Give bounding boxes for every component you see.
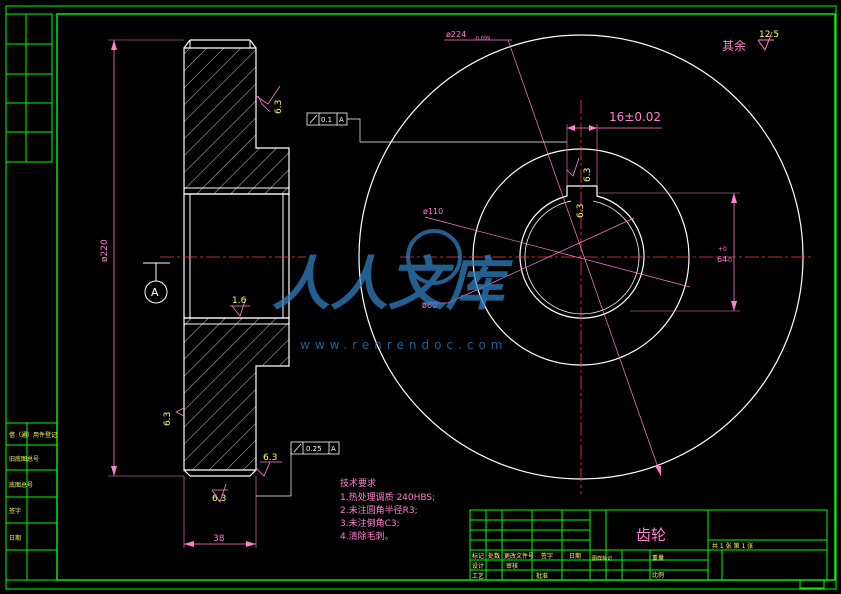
svg-text:1.6: 1.6 [232,296,247,306]
left-cell-3: 底图总号 [9,481,33,489]
svg-text:6.3: 6.3 [263,453,277,463]
svg-text:设计: 设计 [472,562,484,570]
keyway-finish-2: 6.3 [576,204,586,218]
svg-text:审核: 审核 [506,562,518,570]
surface-finish-hub: 6.3 [255,453,282,477]
tech-note-2: 2.未注圆角半径R3; [340,504,418,516]
title-block-text: 齿轮 共 1 张 第 1 张 标记 处数 更改文件号 签字 日期 设计 审核 工… [472,526,753,580]
watermark-url: www.renrendoc.com [300,338,507,352]
width-38-label: 38 [213,534,225,544]
svg-text:6.3: 6.3 [274,100,284,114]
svg-text:+0: +0 [718,246,727,253]
left-cell-2: 旧底图总号 [9,455,39,463]
tech-note-1: 1.热处理调质 240HBS; [340,491,435,503]
bore-with-keyway [519,185,645,319]
dia-224-label: ø224 [446,30,466,39]
side-view: ø220 38 A 6.3 6.3 6.3 6.3 [100,39,567,548]
svg-text:日期: 日期 [569,552,581,560]
surface-finish-bottom: 6.3 [211,483,228,504]
left-margin-strips [5,13,58,581]
part-name: 齿轮 [636,526,666,544]
svg-text:A: A [331,445,336,453]
svg-text:签字: 签字 [541,552,553,560]
rest-surface-finish: 其余 12.5 [722,30,779,53]
watermark-text: 人人文库 [272,250,514,318]
tech-note-3: 3.未注倒角C3; [340,517,400,529]
svg-text:6.3: 6.3 [163,412,173,426]
left-cell-4: 签字 [9,507,21,515]
tech-note-4: 4.清除毛刺。 [340,530,394,542]
svg-text:A: A [339,116,344,124]
dia-60-label: ø60 [422,301,437,310]
svg-text:工艺: 工艺 [472,572,484,580]
upper-section [183,47,290,195]
lower-section [183,317,290,471]
left-margin-labels: 借（通）用件登记 旧底图总号 底图总号 签字 日期 [9,431,57,542]
tolerance-frame-top: 0.1 A [306,112,567,143]
tech-notes: 技术要求 1.热处理调质 240HBS; 2.未注圆角半径R3; 3.未注倒角C… [340,477,435,542]
left-cell-5: 日期 [9,534,21,542]
dia-110-label: ø110 [423,207,443,216]
svg-text:0.1: 0.1 [321,116,332,124]
datum-a-circle [144,280,168,304]
svg-text:-0: -0 [726,257,732,264]
dia-220-label: ø220 [100,239,110,262]
keyway-finish-1: 6.3 [566,157,593,182]
tolerance-frame-bottom: 0.25 A [256,441,340,497]
svg-text:更改文件号: 更改文件号 [504,552,534,560]
title-block [469,509,828,581]
front-view: ø224 -0.099 ø110 ø60 16±0.02 64 +0 -0 6.… [358,30,812,494]
svg-text:重量: 重量 [652,554,664,562]
svg-text:6.3: 6.3 [576,204,586,218]
svg-text:图样标记: 图样标记 [592,555,612,562]
bore-region [183,193,290,319]
key-width-label: 16±0.02 [609,110,661,124]
svg-text:处数: 处数 [488,552,500,560]
svg-text:批准: 批准 [536,572,548,580]
watermark: 人人文库 www.renrendoc.com [272,229,514,352]
svg-text:比例: 比例 [652,571,664,579]
svg-text:0.25: 0.25 [306,445,322,453]
sheet-info: 共 1 张 第 1 张 [712,542,753,550]
svg-text:6.3: 6.3 [212,494,226,504]
left-cell-1: 借（通）用件登记 [9,431,57,439]
surface-finish-top: 6.3 [255,85,284,114]
surface-finish-left: 6.3 [163,407,185,426]
bore-finish: 1.6 [230,296,250,317]
dia-224-tol: -0.099 [474,36,490,42]
svg-text:12.5: 12.5 [759,30,779,40]
datum-a-label: A [151,286,159,299]
drawing-frame [5,5,837,590]
svg-text:6.3: 6.3 [583,168,593,182]
bore-dim-label: 64 [717,255,727,264]
svg-text:其余: 其余 [722,38,746,53]
tech-notes-title: 技术要求 [340,477,376,489]
svg-text:标记: 标记 [472,552,484,560]
